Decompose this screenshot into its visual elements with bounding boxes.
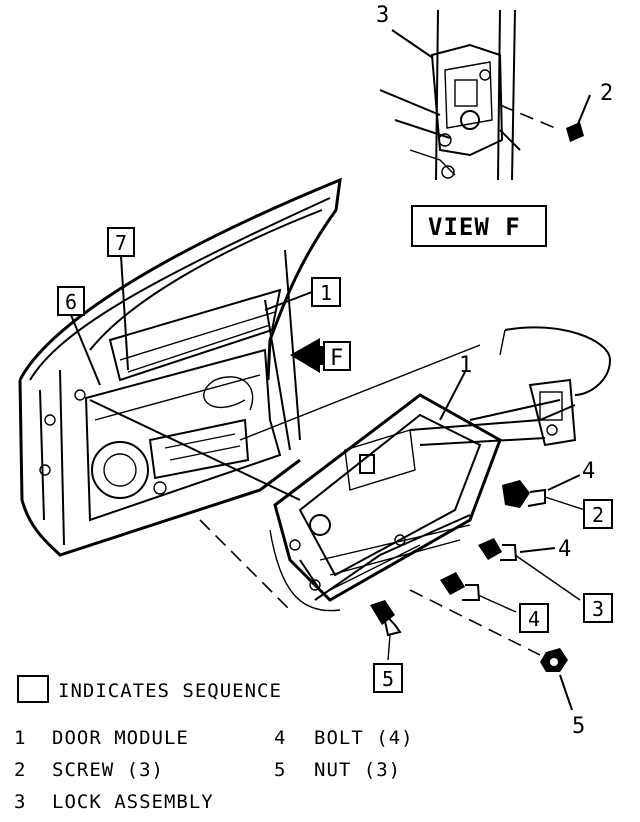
legend-num-2: 2 xyxy=(14,759,26,781)
sequence-7: 7 xyxy=(115,231,127,255)
legend-text-5: NUT (3) xyxy=(314,759,401,781)
legend: INDICATES SEQUENCE 1 DOOR MODULE 2 SCREW… xyxy=(14,675,414,813)
bolt-5 xyxy=(370,600,402,661)
sequence-box-1 xyxy=(264,277,341,311)
legend-text-2: SCREW (3) xyxy=(52,759,164,781)
legend-num-3: 3 xyxy=(14,791,26,813)
legend-text-4: BOLT (4) xyxy=(314,727,414,749)
callout-3-view: 3 xyxy=(376,3,389,28)
nut-5 xyxy=(409,589,573,711)
legend-sequence-box xyxy=(17,675,49,703)
sweep-line-dashed xyxy=(199,519,291,611)
callout-5-nut: 5 xyxy=(572,714,585,739)
legend-num-4: 4 xyxy=(274,727,286,749)
door-frame xyxy=(18,177,342,557)
bolt-3 xyxy=(478,538,581,601)
view-f-label: VIEW F xyxy=(428,213,521,241)
callout-4-b: 4 xyxy=(558,537,571,562)
view-f-arrow xyxy=(290,338,351,373)
sequence-box-5 xyxy=(373,663,403,693)
bolt-4 xyxy=(440,572,517,613)
sequence-box-6 xyxy=(57,286,101,386)
callout-1-module: 1 xyxy=(459,353,472,378)
legend-sequence-note: INDICATES SEQUENCE xyxy=(58,680,282,702)
callout-4-a: 4 xyxy=(582,459,595,484)
sequence-1: 1 xyxy=(320,281,332,305)
callout-2-view: 2 xyxy=(600,81,613,106)
sweep-curve xyxy=(269,529,341,612)
sequence-2: 2 xyxy=(592,503,604,527)
leader-bolt-4a xyxy=(547,474,581,491)
legend-num-5: 5 xyxy=(274,759,286,781)
leader-bolt-4b xyxy=(519,547,556,553)
screw-2 xyxy=(502,480,586,511)
sweep-line-top xyxy=(89,399,301,501)
view-f-inset xyxy=(379,9,591,181)
door-module xyxy=(273,326,612,602)
legend-text-3: LOCK ASSEMBLY xyxy=(52,791,214,813)
sequence-6: 6 xyxy=(65,290,77,314)
sequence-4: 4 xyxy=(528,607,540,631)
arrow-f-label: F xyxy=(330,346,343,371)
sequence-3: 3 xyxy=(592,597,604,621)
sequence-box-7 xyxy=(107,227,135,371)
legend-num-1: 1 xyxy=(14,727,26,749)
sequence-box-4 xyxy=(519,603,549,633)
view-f-box xyxy=(411,205,547,247)
leader-module-1 xyxy=(439,371,466,421)
sequence-box-2 xyxy=(583,499,613,529)
legend-text-1: DOOR MODULE xyxy=(52,727,189,749)
sequence-5: 5 xyxy=(382,667,394,691)
sequence-box-3 xyxy=(583,593,613,623)
